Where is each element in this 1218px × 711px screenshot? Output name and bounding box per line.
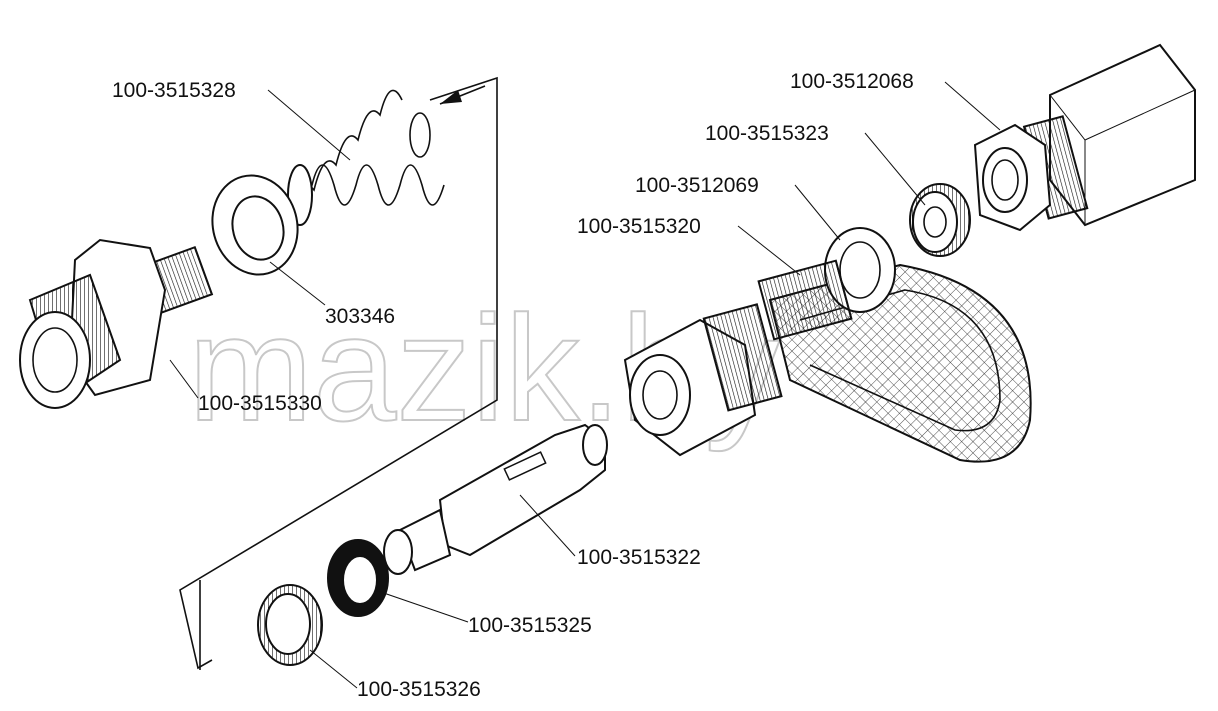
washer-303346: [211, 174, 299, 276]
knurled-ring-part: [257, 584, 323, 666]
nut-part: [909, 183, 971, 257]
spring-part: [287, 89, 445, 226]
label-100-3515322: 100-3515322: [577, 546, 701, 569]
direction-arrow: [439, 85, 486, 105]
label-303346: 303346: [325, 305, 395, 328]
label-100-3515330: 100-3515330: [198, 392, 322, 415]
assembly-frame-lines: [179, 76, 498, 670]
seal-ring-part: [327, 539, 389, 617]
leader-lines: [169, 81, 1001, 689]
label-100-3515325: 100-3515325: [468, 614, 592, 637]
mesh-filter-part: [768, 227, 1032, 463]
label-100-3515320: 100-3515320: [577, 215, 701, 238]
label-100-3512068: 100-3512068: [790, 70, 914, 93]
valve-stem-part: [383, 423, 608, 575]
banjo-bolt-part: [623, 259, 853, 457]
label-100-3515328: 100-3515328: [112, 79, 236, 102]
label-100-3515326: 100-3515326: [357, 678, 481, 701]
fitting-part: [973, 43, 1196, 232]
label-100-3512069: 100-3512069: [635, 174, 759, 197]
label-100-3515323: 100-3515323: [705, 122, 829, 145]
threaded-union-part: [19, 238, 214, 409]
